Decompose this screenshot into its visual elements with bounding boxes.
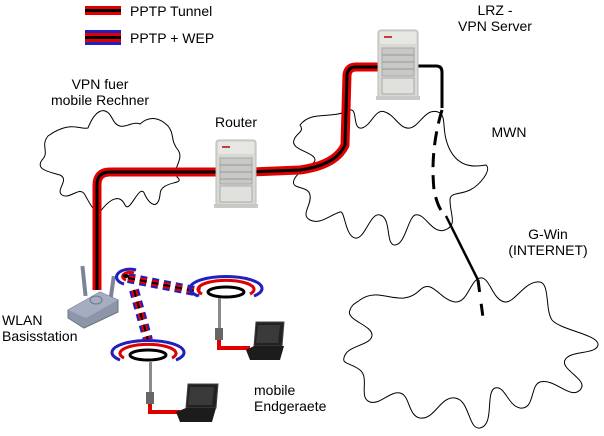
laptop-2-icon [146, 362, 219, 422]
link-mwn-gwin [444, 215, 480, 281]
label-vpn-cloud-line2: mobile Rechner [50, 92, 150, 108]
label-vpn-server: LRZ - VPN Server [440, 2, 550, 34]
cloud-vpn-mobile [39, 110, 181, 213]
pptp-tunnel-path [92, 62, 380, 290]
label-wlan-line1: WLAN [2, 312, 43, 328]
ap-signal-icon [115, 267, 137, 286]
label-vpn-cloud-line1: VPN fuer [71, 76, 129, 92]
cloud-mwn [292, 109, 488, 246]
pptp-wep-links [127, 273, 201, 342]
label-mobile-devices: mobile Endgeraete [254, 382, 326, 414]
label-vpn-cloud: VPN fuer mobile Rechner [40, 76, 160, 108]
label-mwn: MWN [491, 124, 527, 140]
link-server-gwin [418, 64, 444, 108]
label-wlan: WLAN Basisstation [2, 312, 77, 344]
signal-rings-laptop-1 [188, 274, 264, 299]
vpn-server-icon [376, 29, 420, 100]
signal-rings-laptop-2 [110, 338, 186, 362]
label-wlan-line2: Basisstation [2, 328, 78, 344]
legend-swatch-pptp-tunnel [85, 6, 121, 15]
label-mobile-line2: Endgeraete [254, 398, 327, 414]
label-gwin-line1: G-Win [528, 226, 568, 242]
legend-label-pptp-tunnel: PPTP Tunnel [130, 3, 213, 19]
wlan-access-point-icon [67, 265, 119, 329]
label-gwin: G-Win (INTERNET) [498, 226, 598, 258]
laptop-1-icon [215, 298, 285, 360]
link-gwin-dashed [476, 279, 486, 326]
label-vpn-server-line2: VPN Server [458, 18, 532, 34]
legend-label-pptp-wep: PPTP + WEP [130, 30, 215, 46]
cloud-gwin [343, 277, 599, 429]
label-gwin-line2: (INTERNET) [508, 242, 588, 258]
label-router: Router [214, 114, 258, 130]
legend-swatch-pptp-wep [85, 30, 121, 45]
router-icon [214, 139, 258, 208]
label-vpn-server-line1: LRZ - [477, 2, 513, 18]
label-mobile-line1: mobile [254, 382, 296, 398]
